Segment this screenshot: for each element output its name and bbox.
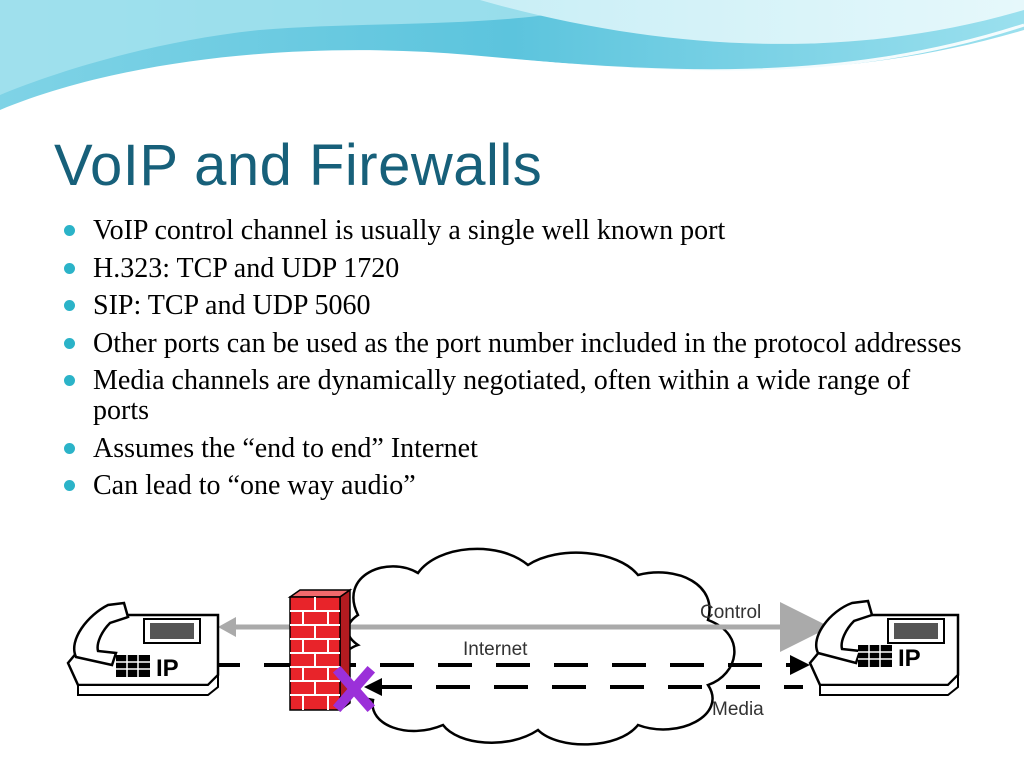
voip-firewall-diagram: Internet Control Media: [58, 545, 968, 750]
media-arrow-right-head: [790, 655, 810, 675]
bullet-dot-icon: [64, 262, 75, 274]
blocked-x-icon: [332, 665, 376, 713]
bullet-dot-icon: [64, 375, 75, 386]
bullet-item: H.323: TCP and UDP 1720: [62, 252, 962, 284]
bullet-dot-icon: [64, 442, 75, 454]
slide-title: VoIP and Firewalls: [54, 133, 543, 198]
header-wave-decoration: [0, 0, 1024, 119]
bullet-item: Media channels are dynamically negotiate…: [62, 366, 962, 426]
internet-cloud-icon: [339, 547, 736, 746]
bullet-item: SIP: TCP and UDP 5060: [62, 291, 962, 321]
bullet-text: VoIP control channel is usually a single…: [93, 215, 726, 246]
firewall-icon: [287, 588, 353, 712]
bullet-text: Media channels are dynamically negotiate…: [93, 365, 911, 426]
right-ip-phone-icon: IP: [808, 599, 960, 696]
bullet-text: Can lead to “one way audio”: [93, 470, 416, 501]
bullet-text: SIP: TCP and UDP 5060: [93, 290, 371, 321]
bullet-item: VoIP control channel is usually a single…: [62, 216, 962, 246]
bullet-dot-icon: [64, 225, 75, 236]
bullet-list: VoIP control channel is usually a single…: [62, 216, 962, 509]
bullet-text: H.323: TCP and UDP 1720: [93, 252, 400, 284]
media-label: Media: [712, 699, 764, 720]
bullet-text: Assumes the “end to end” Internet: [93, 432, 478, 464]
bullet-item: Other ports can be used as the port numb…: [62, 327, 962, 359]
bullet-text: Other ports can be used as the port numb…: [93, 327, 962, 359]
bullet-dot-icon: [64, 300, 75, 311]
cloud-label: Internet: [463, 639, 528, 660]
bullet-item: Can lead to “one way audio”: [62, 471, 962, 501]
left-ip-phone-icon: IP: [66, 601, 220, 696]
right-phone-label: IP: [898, 645, 921, 672]
control-arrow-left-head: [218, 617, 236, 637]
media-arrow-left-head: [364, 678, 382, 696]
bullet-dot-icon: [64, 337, 75, 349]
bullet-dot-icon: [64, 480, 75, 491]
bullet-item: Assumes the “end to end” Internet: [62, 432, 962, 464]
left-phone-label: IP: [156, 655, 179, 682]
control-label: Control: [700, 602, 761, 623]
